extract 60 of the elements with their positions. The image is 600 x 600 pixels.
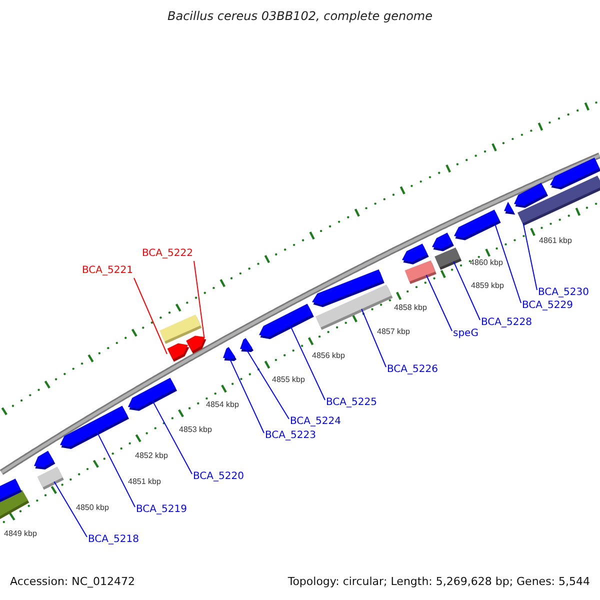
scale-label: 4859 kbp: [471, 281, 504, 291]
title: Bacillus cereus 03BB102, complete genome: [166, 9, 434, 23]
gene-bar: [434, 248, 462, 270]
gene-bar: [404, 260, 436, 284]
leader-line: [290, 325, 326, 400]
leader-line: [54, 481, 88, 538]
gene-label: BCA_5225: [326, 397, 377, 409]
gene-label: BCA_5229: [522, 300, 573, 312]
gene-feature: [223, 347, 236, 361]
gene-label: BCA_5230: [538, 287, 589, 299]
scale-label: 4856 kbp: [312, 351, 345, 361]
leader-line: [494, 222, 522, 304]
scale-label: 4852 kbp: [135, 451, 168, 461]
leader-line: [194, 260, 205, 338]
gene-feature: [128, 378, 177, 411]
scale-label: 4853 kbp: [179, 425, 212, 435]
gene-feature: [60, 406, 129, 449]
scale-label: 4854 kbp: [206, 400, 239, 410]
gene-feature: [454, 210, 501, 240]
leader-line: [426, 274, 452, 332]
gene-label: BCA_5222: [142, 248, 193, 260]
scale-label: 4855 kbp: [272, 375, 305, 385]
leader-line: [522, 222, 538, 290]
footer-text: Accession: NC_012472: [10, 575, 136, 588]
leader-line: [134, 278, 168, 354]
leader-line: [229, 358, 264, 434]
leader-line: [361, 308, 386, 368]
gene-label: BCA_5224: [290, 416, 341, 428]
gene-label: BCA_5223: [265, 430, 316, 442]
gene-label: speG: [453, 328, 478, 340]
gene-feature: [550, 158, 600, 190]
gene-feature: [167, 343, 190, 362]
gene-label: BCA_5226: [387, 364, 438, 376]
gene-feature: [34, 450, 56, 470]
leader-line: [96, 432, 136, 508]
scale-label: 4851 kbp: [128, 477, 161, 487]
gene-feature: [259, 304, 314, 340]
gene-bar: [37, 466, 64, 490]
gene-label: BCA_5219: [136, 504, 187, 516]
gene-label: BCA_5218: [88, 534, 139, 546]
gene-feature: [504, 202, 516, 215]
footer-text: Topology: circular; Length: 5,269,628 bp; Genes: 5,544: [288, 575, 590, 588]
gene-label: BCA_5228: [481, 317, 532, 329]
gene-feature: [186, 336, 206, 354]
gene-bar: [316, 284, 393, 330]
gene-label: BCA_5221: [82, 265, 133, 277]
leader-line: [246, 348, 290, 420]
gene-feature: [402, 244, 429, 264]
scale-label: 4858 kbp: [394, 303, 427, 313]
gene-feature: [240, 338, 254, 352]
gene-label: BCA_5220: [193, 471, 244, 483]
leader-line: [453, 260, 480, 320]
scale-label: 4850 kbp: [76, 503, 109, 513]
scale-label: 4849 kbp: [4, 529, 37, 539]
scale-label: 4857 kbp: [377, 327, 410, 337]
gene-bar: [0, 478, 22, 503]
leader-line: [152, 400, 192, 474]
scale-label: 4861 kbp: [539, 236, 572, 246]
scale-label: 4860 kbp: [470, 258, 503, 268]
gene-feature: [432, 232, 454, 252]
